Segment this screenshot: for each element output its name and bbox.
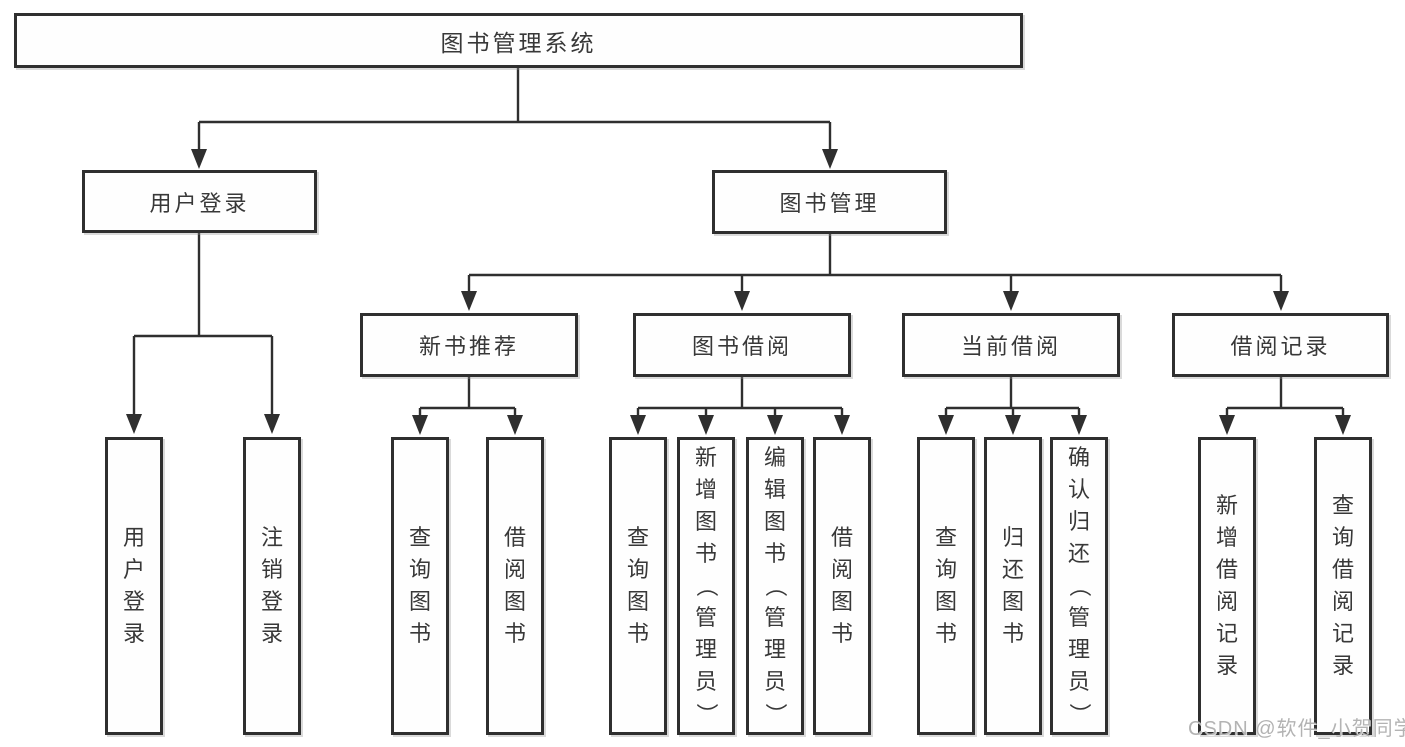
leaf-bb-edit-books-admin: 编辑图书（管理员）: [746, 437, 804, 735]
node-new-book-recommend: 新书推荐: [360, 313, 578, 377]
leaf-br-query-borrow-record: 查询借阅记录: [1314, 437, 1372, 735]
node-book-management: 图书管理: [712, 170, 947, 234]
csdn-watermark: CSDN @软件_小贺同学: [1188, 718, 1405, 740]
leaf-bb-query-books: 查询图书: [609, 437, 667, 735]
node-current-borrowing: 当前借阅: [902, 313, 1120, 377]
leaf-nbr-query-books: 查询图书: [391, 437, 449, 735]
node-library-management-system: 图书管理系统: [14, 13, 1023, 68]
leaf-cb-query-books: 查询图书: [917, 437, 975, 735]
leaf-bb-add-books-admin: 新增图书（管理员）: [677, 437, 735, 735]
node-user-login: 用户登录: [82, 170, 317, 233]
leaf-nbr-borrow-books: 借阅图书: [486, 437, 544, 735]
node-book-borrowing: 图书借阅: [633, 313, 851, 377]
leaf-cb-confirm-return-admin: 确认归还（管理员）: [1050, 437, 1108, 735]
node-borrowing-records: 借阅记录: [1172, 313, 1389, 377]
tree-branch-lines: [132, 68, 1345, 417]
leaf-bb-borrow-books: 借阅图书: [813, 437, 871, 735]
arrowheads: [126, 149, 1351, 435]
leaf-br-add-borrow-record: 新增借阅记录: [1198, 437, 1256, 735]
leaf-user-login: 用户登录: [105, 437, 163, 735]
leaf-cb-return-books: 归还图书: [984, 437, 1042, 735]
leaf-logout: 注销登录: [243, 437, 301, 735]
